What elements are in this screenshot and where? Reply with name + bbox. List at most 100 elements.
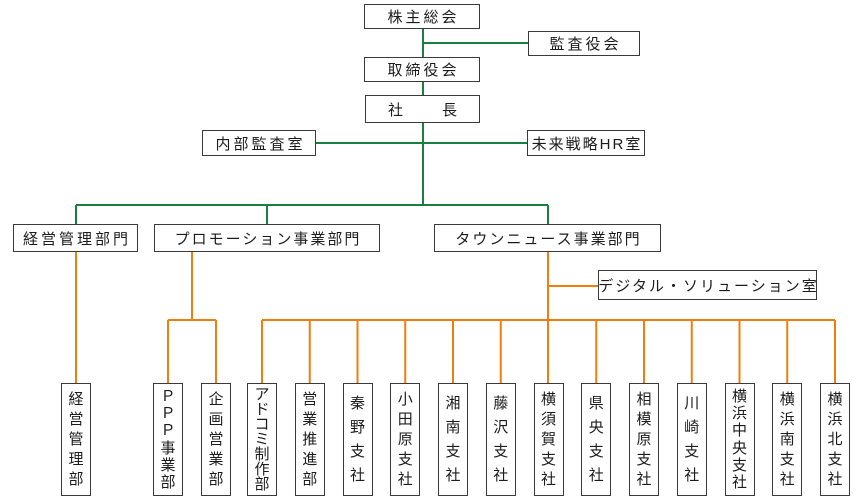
department-label-char: Ｐ <box>160 388 176 406</box>
department-label-char: 秦 <box>349 395 365 412</box>
department-label-char: 横 <box>827 391 843 408</box>
department-label-char: 央 <box>731 439 747 457</box>
department-label-char: 社 <box>493 467 509 484</box>
department-label-char: 支 <box>731 456 747 474</box>
department-label-char: 支 <box>636 451 652 468</box>
department-label-char: 支 <box>827 451 843 468</box>
department-label-char: 経 <box>68 391 84 408</box>
department-label-char: 川 <box>684 395 700 412</box>
department-label-char: 画 <box>208 411 224 428</box>
department-label-char: 営 <box>208 431 224 448</box>
department-box: 横浜北支社 <box>820 383 850 496</box>
department-label-char: 藤 <box>493 395 509 412</box>
node-digital-solution-office: デジタル・ソリューション室 <box>598 270 817 300</box>
department-label-char: 社 <box>731 473 747 491</box>
department-label-char: 支 <box>684 443 700 460</box>
department-box: 営業推進部 <box>294 383 325 496</box>
department-label-char: 横 <box>540 391 556 408</box>
node-board-of-directors: 取締役会 <box>364 57 480 82</box>
department-label-char: 作 <box>254 461 270 478</box>
department-label-char: 支 <box>779 451 795 468</box>
department-label-char: 業 <box>208 451 224 468</box>
department-box: 川崎支社 <box>676 383 707 496</box>
department-box: 横浜南支社 <box>772 383 803 496</box>
department-label-char: 北 <box>827 431 843 448</box>
node-shareholders-meeting: 株主総会 <box>364 4 480 29</box>
department-label-char: 部 <box>68 471 84 488</box>
node-future-strategy-hr-office: 未来戦略HR室 <box>527 130 645 156</box>
department-label-char: 事 <box>160 439 176 457</box>
department-label-char: 理 <box>68 451 84 468</box>
department-label-char: 賀 <box>540 431 556 448</box>
department-label-char: コ <box>254 416 270 433</box>
department-box: 小田原支社 <box>390 383 421 496</box>
department-label-char: 支 <box>397 451 413 468</box>
department-label-char: 企 <box>208 391 224 408</box>
department-label-char: 社 <box>588 467 604 484</box>
department-label-char: ド <box>254 401 270 418</box>
department-label-char: 田 <box>397 411 413 428</box>
department-box: 秦野支社 <box>342 383 373 496</box>
department-label-char: 須 <box>540 411 556 428</box>
department-box: 湘南支社 <box>438 383 468 496</box>
department-label-char: 野 <box>349 419 365 436</box>
node-management-division: 経営管理部門 <box>13 224 138 252</box>
node-audit-board: 監査役会 <box>528 31 640 56</box>
department-label-char: 社 <box>349 467 365 484</box>
department-label-char: 南 <box>445 419 461 436</box>
reporting-lines-green <box>75 29 549 224</box>
department-box: 横須賀支社 <box>533 383 564 496</box>
department-label-char: 社 <box>445 467 461 484</box>
department-label-char: 部 <box>302 471 318 488</box>
department-label-char: 支 <box>588 443 604 460</box>
department-label-char: 制 <box>254 446 270 463</box>
department-label-char: 営 <box>68 411 84 428</box>
department-box: 横浜中央支社 <box>724 383 755 496</box>
department-label-char: 部 <box>160 473 176 491</box>
department-label-char: 部 <box>208 471 224 488</box>
department-label-char: 支 <box>493 443 509 460</box>
department-label-char: 原 <box>397 431 413 448</box>
department-label-char: 浜 <box>827 411 843 428</box>
division-lines-orange <box>75 252 836 383</box>
department-label-char: 原 <box>636 431 652 448</box>
node-internal-audit-office: 内部監査室 <box>202 130 316 156</box>
department-label-char: 営 <box>302 391 318 408</box>
department-label-char: 浜 <box>731 405 747 423</box>
department-label-char: 管 <box>68 431 84 448</box>
department-label-char: 横 <box>731 388 747 406</box>
department-label-char: 横 <box>779 391 795 408</box>
department-label-char: 支 <box>445 443 461 460</box>
department-label-char: 県 <box>588 395 604 412</box>
department-label-char: 相 <box>636 391 652 408</box>
department-label-char: 業 <box>302 411 318 428</box>
department-box: 経営管理部 <box>61 383 91 496</box>
department-label-char: 社 <box>636 471 652 488</box>
department-box: 県央支社 <box>581 383 612 496</box>
department-label-char: 支 <box>540 451 556 468</box>
department-label-char: 南 <box>779 431 795 448</box>
department-label-char: 崎 <box>684 419 700 436</box>
department-label-char: ア <box>254 386 270 403</box>
department-label-char: 沢 <box>493 419 509 436</box>
department-label-char: 央 <box>588 419 604 436</box>
department-label-char: 中 <box>731 422 747 440</box>
department-label-char: Ｐ <box>160 405 176 423</box>
department-label-char: 湘 <box>445 395 461 412</box>
department-label-char: 推 <box>302 431 318 448</box>
department-box: 相模原支社 <box>629 383 659 496</box>
department-label-char: 社 <box>397 471 413 488</box>
department-label-char: 社 <box>540 471 556 488</box>
department-label-char: 社 <box>684 467 700 484</box>
department-label-char: 小 <box>397 391 413 408</box>
department-box: 藤沢支社 <box>485 383 516 496</box>
node-president: 社 長 <box>365 95 480 123</box>
department-label-char: 浜 <box>779 411 795 428</box>
department-box: 企画営業部 <box>201 383 231 496</box>
node-townnews-division: タウンニュース事業部門 <box>434 224 661 252</box>
department-label-char: 業 <box>160 456 176 474</box>
department-label-char: ミ <box>254 431 270 448</box>
